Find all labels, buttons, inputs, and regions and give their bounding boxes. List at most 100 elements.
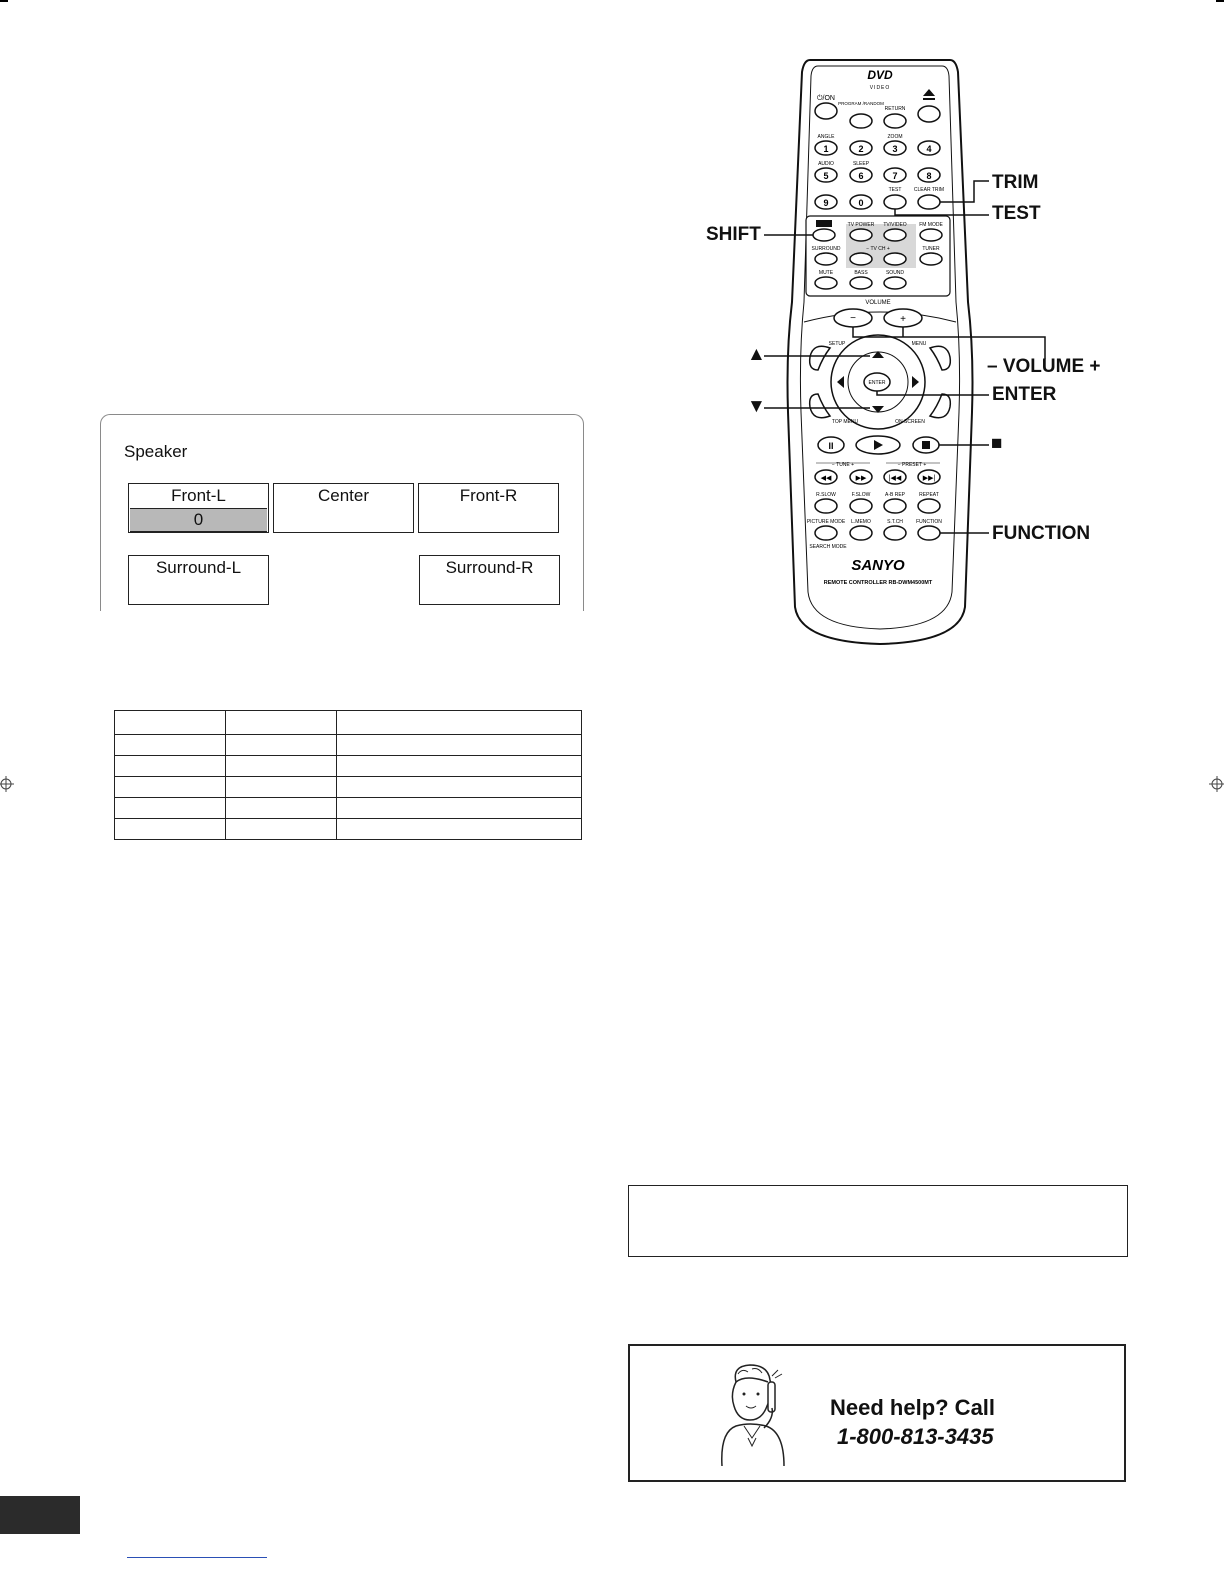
on-screen-button[interactable] — [928, 393, 952, 419]
table-row — [114, 797, 582, 819]
ab-rep-button[interactable] — [883, 498, 907, 514]
key-4[interactable] — [917, 140, 941, 156]
table-row — [114, 710, 582, 735]
speaker-surround-r[interactable]: Surround-R — [419, 555, 560, 605]
crop-mark-right — [1209, 776, 1224, 792]
callout-function: FUNCTION — [992, 523, 1091, 544]
angle-label: ANGLE — [818, 134, 836, 140]
skip-forward-button[interactable] — [917, 469, 941, 485]
dvd-video-label: VIDEO — [870, 85, 891, 91]
speaker-front-r[interactable]: Front-R — [418, 483, 559, 533]
key-1[interactable] — [814, 140, 838, 156]
clear-trim-label: CLEAR TRIM — [914, 187, 944, 193]
setup-button[interactable] — [808, 345, 832, 371]
volume-minus-icon: − — [850, 313, 856, 324]
tv-video-label: TV/VIDEO — [883, 222, 906, 228]
volume-label: VOLUME — [865, 300, 890, 306]
key-3[interactable] — [883, 140, 907, 156]
tv-ch-up-button[interactable] — [883, 252, 907, 266]
trim-button[interactable] — [917, 194, 941, 210]
top-menu-button[interactable] — [808, 393, 832, 419]
eject-button[interactable] — [917, 105, 941, 123]
return-button[interactable] — [883, 113, 907, 129]
menu-button[interactable] — [928, 345, 952, 371]
power-button[interactable] — [814, 102, 838, 120]
bass-label: BASS — [854, 270, 868, 276]
fm-mode-button[interactable] — [919, 228, 943, 242]
volume-plus-icon: + — [900, 314, 906, 325]
up-arrow-icon[interactable] — [872, 351, 884, 358]
mute-button[interactable] — [814, 276, 838, 290]
audio-label: AUDIO — [818, 161, 834, 167]
down-arrow-icon[interactable] — [872, 406, 884, 413]
brand-logo: SANYO — [851, 557, 905, 574]
surround-button[interactable] — [814, 252, 838, 266]
volume-leader — [852, 327, 1046, 359]
fm-mode-label: FM MODE — [919, 222, 943, 228]
key-2[interactable] — [849, 140, 873, 156]
callout-enter: ENTER — [992, 384, 1057, 405]
rewind-icon: ◀◀ — [821, 475, 832, 482]
key-3-label: 3 — [892, 144, 897, 154]
tuner-button[interactable] — [919, 252, 943, 266]
callout-trim: TRIM — [992, 172, 1039, 193]
test-label: TEST — [889, 187, 902, 193]
shift-button[interactable] — [812, 228, 836, 242]
key-9-label: 9 — [823, 198, 828, 208]
pause-icon: II — [828, 441, 833, 451]
key-0-label: 0 — [858, 198, 863, 208]
blank-table — [114, 710, 582, 840]
return-label: RETURN — [885, 106, 906, 112]
s-tch-button[interactable] — [883, 525, 907, 541]
left-arrow-icon[interactable] — [837, 376, 844, 388]
program-random-button[interactable] — [849, 113, 873, 129]
rewind-button[interactable] — [814, 469, 838, 485]
key-8[interactable] — [917, 167, 941, 183]
test-button[interactable] — [883, 194, 907, 210]
key-6[interactable] — [849, 167, 873, 183]
tv-video-button[interactable] — [883, 228, 907, 242]
speaker-surround-l[interactable]: Surround-L — [128, 555, 269, 605]
key-5[interactable] — [814, 167, 838, 183]
speaker-surround-l-label: Surround-L — [155, 558, 242, 577]
repeat-button[interactable] — [917, 498, 941, 514]
key-2-label: 2 — [858, 144, 863, 154]
tv-power-button[interactable] — [849, 228, 873, 242]
r-slow-button[interactable] — [814, 498, 838, 514]
crop-mark-left — [0, 776, 14, 792]
eject-icon — [923, 89, 935, 100]
footer-link-underline[interactable] — [127, 1557, 267, 1558]
sound-button[interactable] — [883, 276, 907, 290]
key-7[interactable] — [883, 167, 907, 183]
speaker-front-l[interactable]: Front-L 0 — [128, 483, 269, 533]
test-leader — [894, 209, 989, 216]
callout-test: TEST — [992, 203, 1041, 224]
key-9[interactable] — [814, 194, 838, 210]
volume-bar — [803, 311, 957, 323]
tv-ch-down-button[interactable] — [849, 252, 873, 266]
key-8-label: 8 — [926, 171, 931, 181]
right-arrow-icon[interactable] — [912, 376, 919, 388]
speaker-center[interactable]: Center — [273, 483, 414, 533]
pause-button[interactable] — [817, 436, 845, 454]
picture-mode-button[interactable] — [814, 525, 838, 541]
dvd-logo: DVD — [867, 68, 893, 82]
tv-ch-label: − TV CH + — [866, 246, 890, 252]
fast-forward-button[interactable] — [849, 469, 873, 485]
speaker-center-label: Center — [317, 486, 370, 505]
f-slow-button[interactable] — [849, 498, 873, 514]
ab-rep-label: A-B REP — [885, 492, 906, 498]
help-line-1: Need help? Call — [830, 1395, 996, 1420]
skip-back-button[interactable] — [883, 469, 907, 485]
callout-volume: – VOLUME + — [987, 356, 1101, 377]
key-0[interactable] — [849, 194, 873, 210]
l-memo-button[interactable] — [849, 525, 873, 541]
note-box — [628, 1185, 1128, 1257]
speaker-front-l-value: 0 — [130, 508, 267, 532]
sleep-label: SLEEP — [853, 161, 870, 167]
bass-button[interactable] — [849, 276, 873, 290]
skip-forward-icon: ▶▶| — [923, 475, 936, 482]
repeat-label: REPEAT — [919, 492, 939, 498]
tv-power-label: TV POWER — [848, 222, 875, 228]
function-button[interactable] — [917, 525, 941, 541]
